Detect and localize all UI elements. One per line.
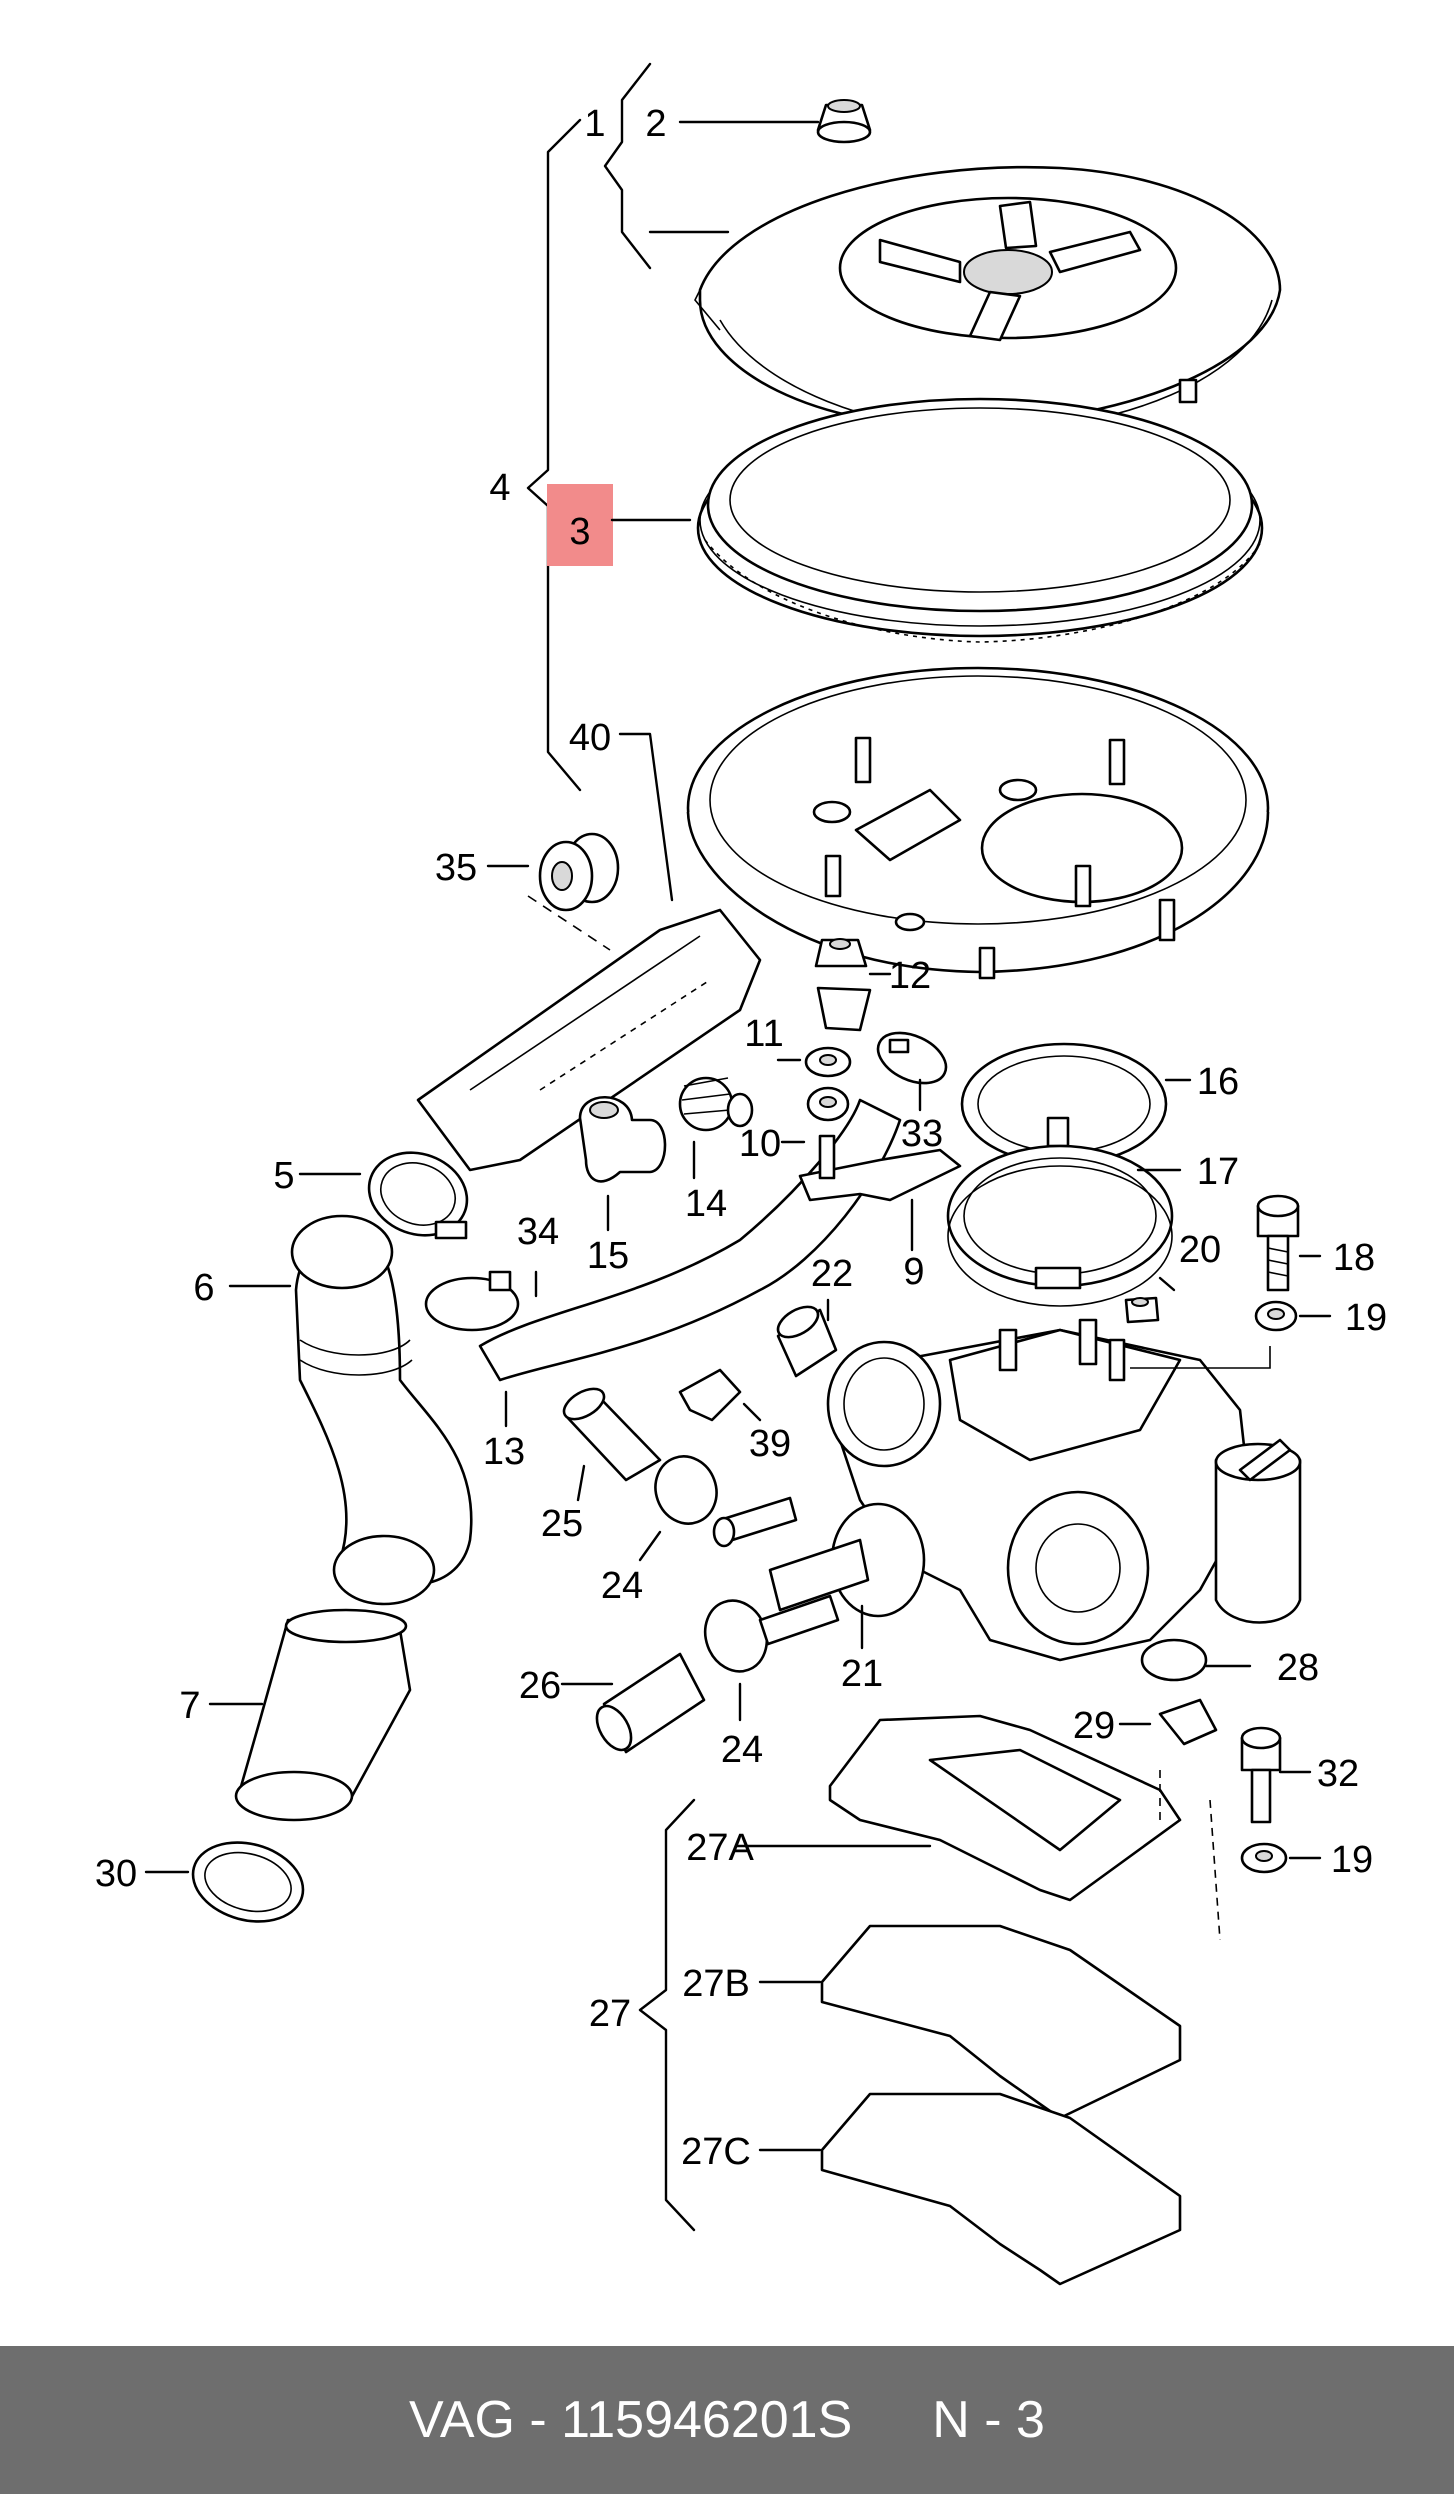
- label-28: 28: [1277, 1647, 1319, 1689]
- screw-part-18: [1256, 1194, 1300, 1292]
- label-40: 40: [569, 717, 611, 759]
- label-32: 32: [1317, 1753, 1359, 1795]
- label-10: 10: [739, 1123, 781, 1165]
- bracket-part-9: [798, 1134, 962, 1202]
- label-20: 20: [1179, 1229, 1221, 1271]
- label-19-lower: 19: [1331, 1839, 1373, 1881]
- air-filter-lid-part-1: [694, 165, 1282, 438]
- label-27C: 27C: [681, 2131, 751, 2173]
- washer-part-10: [806, 1086, 850, 1122]
- gasket-part-27B: [820, 1924, 1182, 2120]
- bracket-27: [638, 1798, 696, 2232]
- grommet-part-35: [538, 832, 620, 912]
- label-15: 15: [587, 1235, 629, 1277]
- label-11: 11: [744, 1013, 783, 1055]
- parts-diagram: 1 2 3 4 5 6 7 9 10 11 12 13 14 15 16 17 …: [95, 62, 1387, 2286]
- label-17: 17: [1197, 1151, 1239, 1193]
- label-6: 6: [193, 1267, 214, 1309]
- hose-part-26: [595, 1652, 706, 1754]
- ring-part-17: [946, 1144, 1174, 1307]
- label-25: 25: [541, 1503, 583, 1545]
- label-34: 34: [517, 1211, 559, 1253]
- gasket-part-27C: [820, 2092, 1182, 2286]
- label-33: 33: [901, 1113, 943, 1155]
- label-4: 4: [489, 467, 510, 509]
- screw-part-32: [1240, 1726, 1282, 1824]
- label-5: 5: [273, 1155, 294, 1197]
- hose-part-25: [562, 1387, 662, 1482]
- label-3: 3: [569, 511, 590, 553]
- bracket-4: [526, 118, 582, 792]
- clamp-part-33: [876, 1031, 948, 1085]
- washer-part-11: [804, 1046, 852, 1078]
- label-12: 12: [889, 955, 931, 997]
- flange-part-27A: [828, 1714, 1221, 1941]
- clamp-part-34: [424, 1270, 520, 1332]
- label-24-upper: 24: [601, 1565, 643, 1607]
- intake-duct: [416, 908, 762, 1172]
- clamp-part-5: [367, 1151, 469, 1240]
- washer-part-19-lower: [1240, 1842, 1288, 1874]
- label-9: 9: [903, 1251, 924, 1293]
- hose-part-13: [478, 1098, 902, 1382]
- label-13: 13: [483, 1431, 525, 1473]
- label-27: 27: [589, 1993, 631, 2035]
- label-7: 7: [179, 1685, 200, 1727]
- label-24-lower: 24: [721, 1729, 763, 1771]
- o-ring-part-30: [191, 1841, 305, 1923]
- hose-part-29: [1158, 1698, 1218, 1746]
- label-3-highlight: [547, 484, 613, 566]
- bent-hose-part-6: [290, 1214, 473, 1606]
- part-number: VAG - 115946201S: [409, 2391, 853, 2449]
- label-14: 14: [685, 1183, 727, 1225]
- washer-part-19-upper: [1254, 1300, 1298, 1332]
- elbow-part-15: [578, 1096, 667, 1183]
- clip-part-28: [1140, 1638, 1208, 1682]
- label-22: 22: [811, 1253, 853, 1295]
- nut-part-2: [816, 99, 872, 144]
- clip-part-39: [678, 1368, 742, 1422]
- label-1: 1: [584, 103, 605, 145]
- label-2: 2: [645, 103, 666, 145]
- bracket-1: [603, 62, 652, 270]
- label-27A: 27A: [686, 1827, 754, 1869]
- nut-part-20: [1124, 1296, 1160, 1324]
- label-30: 30: [95, 1853, 137, 1895]
- label-26: 26: [519, 1665, 561, 1707]
- nut-part-12: [814, 938, 872, 1032]
- label-39: 39: [749, 1423, 791, 1465]
- label-19-upper: 19: [1345, 1297, 1387, 1339]
- clamp-part-24-upper: [654, 1455, 718, 1525]
- hose-part-22: [776, 1305, 838, 1378]
- label-16: 16: [1197, 1061, 1239, 1103]
- page-reference: N - 3: [932, 2391, 1045, 2449]
- label-27B: 27B: [682, 1963, 750, 2005]
- carburetor-part-21: [712, 1318, 1302, 1662]
- filter-housing-part-40: [686, 666, 1270, 980]
- filter-element-part-3: [696, 397, 1264, 643]
- footer-bar: VAG - 115946201S N - 3: [0, 2346, 1454, 2494]
- label-21: 21: [841, 1653, 883, 1695]
- label-29: 29: [1073, 1705, 1115, 1747]
- label-35: 35: [435, 847, 477, 889]
- label-18: 18: [1333, 1237, 1375, 1279]
- spring-part-14: [678, 1076, 754, 1132]
- sleeve-part-7: [234, 1608, 412, 1822]
